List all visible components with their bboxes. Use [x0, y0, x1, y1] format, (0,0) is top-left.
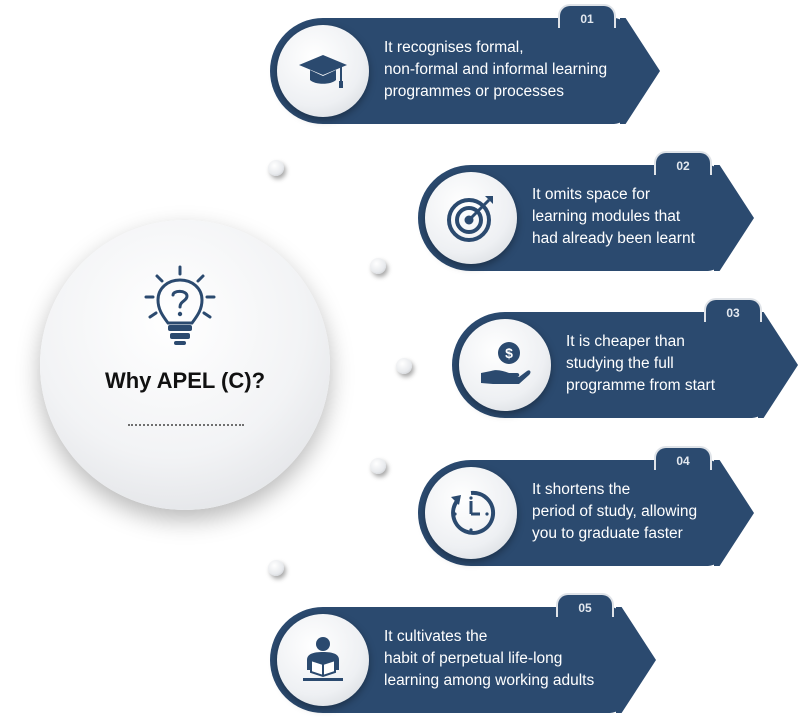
dotted-divider: [128, 424, 244, 426]
card-text: It cultivates the habit of perpetual lif…: [384, 626, 594, 692]
card-text-line: It is cheaper than: [566, 333, 685, 350]
card-text-line: learning among working adults: [384, 672, 595, 689]
card-arrow-tip: [758, 312, 798, 418]
main-title: Why APEL (C)?: [104, 368, 266, 393]
svg-text:$: $: [505, 345, 513, 361]
connector-dot: [268, 160, 284, 176]
icon-disc: [277, 25, 369, 117]
card-text-line: It omits space for: [532, 186, 651, 203]
card-arrow-tip: [616, 607, 656, 713]
card-text-line: had already been learnt: [532, 230, 695, 247]
card-text: It omits space for learning modules that…: [532, 184, 695, 250]
connector-dot: [370, 258, 386, 274]
card-arrow-tip: [714, 165, 754, 271]
card-text-line: learning modules that: [532, 208, 681, 225]
card-number: 05: [556, 593, 614, 617]
icon-disc: $: [459, 319, 551, 411]
target-icon: [447, 196, 493, 242]
connector-dot: [370, 458, 386, 474]
card-text-line: It shortens the: [532, 481, 631, 498]
card-text-line: non-formal and informal learning: [384, 61, 608, 78]
connector-dot: [268, 560, 284, 576]
card-text-line: It recognises formal,: [384, 39, 524, 56]
card-text-line: programme from start: [566, 377, 716, 394]
graduation-cap-icon: [299, 55, 347, 88]
reason-card-1: 01 It recognises formal, non-formal and …: [270, 4, 660, 124]
card-number: 02: [654, 151, 712, 175]
card-text-line: habit of perpetual life-long: [384, 650, 563, 667]
card-number: 03: [704, 298, 762, 322]
reason-card-4: 04 It shortens the period of study, allo…: [418, 446, 754, 566]
icon-disc: [425, 467, 517, 559]
reading-person-icon: [303, 637, 343, 681]
icon-disc: [425, 172, 517, 264]
reason-card-5: 05 It cultivates the habit of perpetual …: [270, 593, 656, 713]
card-text-line: programmes or processes: [384, 83, 565, 100]
card-number: 04: [654, 446, 712, 470]
card-text: It shortens the period of study, allowin…: [532, 479, 697, 545]
lightbulb-question-icon: [144, 265, 216, 345]
card-text: It recognises formal, non-formal and inf…: [384, 37, 607, 103]
card-arrow-tip: [620, 18, 660, 124]
center-circle: Why APEL (C)?: [40, 220, 330, 510]
reason-card-3: 03 $ It is cheaper than studying the ful…: [452, 298, 798, 418]
connector-dot: [396, 358, 412, 374]
card-text-line: period of study, allowing: [532, 503, 698, 520]
card-text: It is cheaper than studying the full pro…: [566, 331, 715, 397]
card-number: 01: [558, 4, 616, 28]
icon-disc: [277, 614, 369, 706]
card-text-line: It cultivates the: [384, 628, 488, 645]
card-text-line: you to graduate faster: [532, 525, 683, 542]
reason-card-2: 02 It omits space for learning modules t…: [418, 151, 754, 271]
clock-icon: [451, 490, 496, 535]
card-text-line: studying the full: [566, 355, 674, 372]
money-hand-icon: $: [481, 342, 531, 384]
card-arrow-tip: [714, 460, 754, 566]
